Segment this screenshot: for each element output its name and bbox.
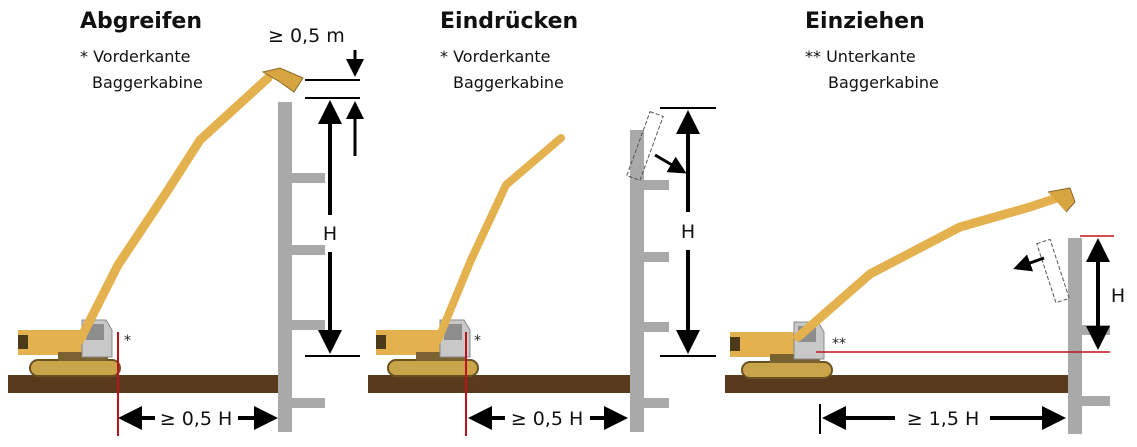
ground	[725, 375, 1070, 393]
height-label: H	[323, 223, 337, 245]
distance-label: ≥ 0,5 H	[160, 408, 233, 430]
note-line-2: Baggerkabine	[453, 73, 564, 92]
panel-title: Eindrücken	[440, 9, 578, 34]
wall-piece-outline	[626, 111, 664, 181]
cabin-marker: *	[474, 333, 481, 349]
note-line-1: * Vorderkante	[80, 47, 191, 66]
note-line-1: ** Unterkante	[805, 47, 916, 66]
wall	[278, 102, 325, 432]
ground	[368, 375, 630, 393]
note-line-2: Baggerkabine	[92, 73, 203, 92]
distance-label: ≥ 0,5 H	[511, 408, 584, 430]
panel-title: Einziehen	[805, 9, 925, 34]
wall	[630, 130, 669, 432]
note-line-1: * Vorderkante	[440, 47, 551, 66]
excavator-image	[375, 134, 565, 377]
note-line-2: Baggerkabine	[828, 73, 939, 92]
push-arrow	[654, 153, 687, 174]
ground	[8, 375, 280, 393]
pull-arrow	[1013, 254, 1045, 272]
excavator-image	[17, 67, 304, 377]
panel-abgreifen: Abgreifen * Vorderkante Baggerkabine * ≥…	[8, 9, 364, 436]
height-label: H	[1111, 285, 1125, 307]
panel-einziehen: Einziehen ** Unterkante Baggerkabine ** …	[725, 9, 1125, 434]
panel-eindruecken: Eindrücken * Vorderkante Baggerkabine * …	[368, 9, 716, 436]
cabin-marker: *	[124, 333, 131, 349]
wall	[1068, 238, 1110, 434]
height-label: H	[681, 221, 695, 243]
clearance-label: ≥ 0,5 m	[268, 25, 345, 47]
cabin-marker: **	[832, 336, 846, 352]
wall-piece-outline	[1036, 238, 1070, 304]
excavator-image	[729, 187, 1076, 379]
panel-title: Abgreifen	[80, 9, 202, 34]
distance-label: ≥ 1,5 H	[907, 408, 980, 430]
